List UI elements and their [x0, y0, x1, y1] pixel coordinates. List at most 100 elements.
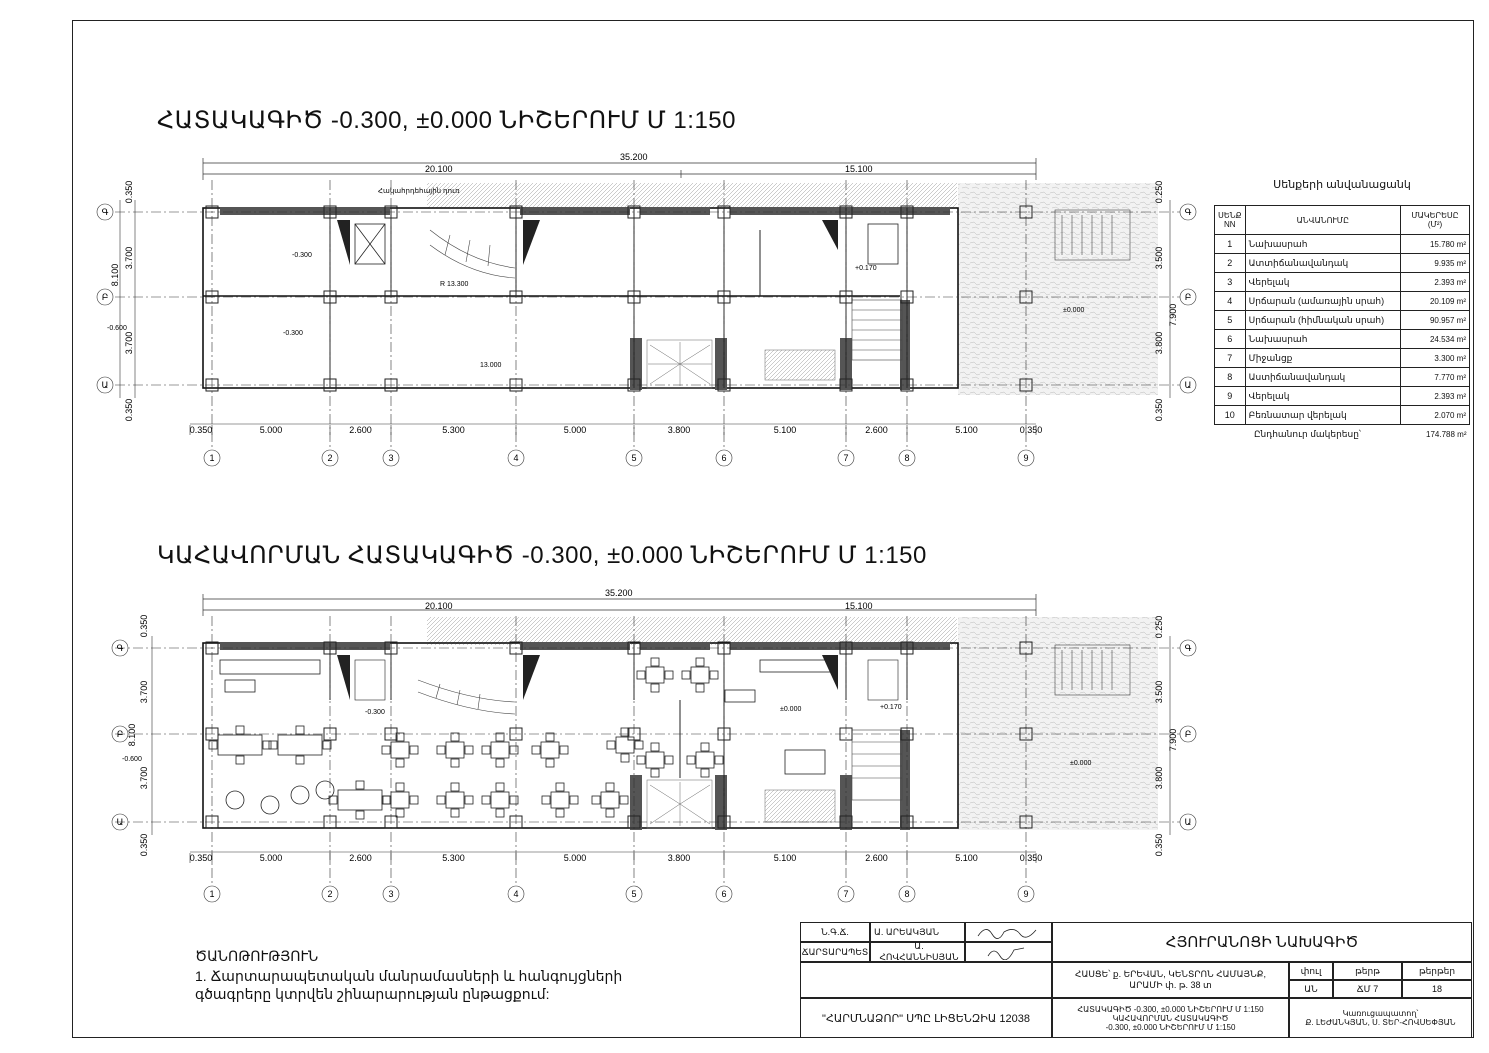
- structural-column: [717, 815, 731, 829]
- bay-dim: 2.600: [349, 853, 372, 863]
- side-dim: 0.350: [1154, 399, 1164, 422]
- side-dim: 0.250: [1154, 616, 1164, 639]
- title-block: Ն.Գ.Ճ. Ա. ԱՐԵԱԿՅԱՆ ՃԱՐՏԱՐԱՊԵՏ Ա. ՀՈՎՀԱՆՆ…: [800, 922, 1472, 1038]
- schedule-cell-name: Սրճարան (հիմնական սրահ): [1244, 310, 1402, 330]
- column-axis-label: 8: [904, 889, 909, 899]
- bay-dim: 3.800: [668, 425, 691, 435]
- schedule-cell-name: Ատտիճանավանդակ: [1244, 253, 1402, 273]
- column-axis-label: 7: [843, 889, 848, 899]
- bay-dim: 5.100: [774, 853, 797, 863]
- schedule-cell-area: 7.770 m²: [1400, 367, 1470, 387]
- chair: [464, 795, 474, 805]
- tb-client: Կառուցապատող՝ Ք. ԼԵԺԱՆԿՅԱՆ, Ս. ՏԵՐ-ՀՈՎՍԵ…: [1289, 998, 1472, 1038]
- table: [690, 666, 710, 684]
- row-axis-label: Բ: [102, 292, 109, 302]
- bay-dim: 5.100: [955, 425, 978, 435]
- schedule-header-num: ՍԵՆՔ NN: [1214, 205, 1246, 235]
- tb-client-header: Կառուցապատող՝: [1342, 1009, 1419, 1018]
- tb-sheets: 18: [1402, 980, 1472, 998]
- schedule-cell-name: Նախասրահ: [1244, 234, 1402, 254]
- schedule-cell-num: 8: [1214, 367, 1246, 387]
- schedule-header-area: ՄԱԿԵՐԵՍԸ (Մ²): [1400, 205, 1470, 235]
- row-axis-label: Գ: [102, 207, 109, 217]
- structural-column: [384, 290, 398, 304]
- structural-column: [900, 815, 914, 829]
- chair: [695, 683, 705, 693]
- level-mark: -0.300: [292, 252, 312, 259]
- column-axis-bubble: [507, 449, 525, 467]
- structural-column: [627, 378, 641, 392]
- structural-column: [717, 205, 731, 219]
- column-axis-bubble: [898, 885, 916, 903]
- side-dim: 0.350: [124, 181, 134, 204]
- chair: [409, 745, 419, 755]
- drawing-frame: [72, 20, 1474, 1038]
- chair: [481, 795, 491, 805]
- tb-drawing-line: ՀԱՏԱԿԱԳԻԾ -0.300, ±0.000 ՆԻՇԵՐՈՒՄ Մ 1:15…: [1077, 1004, 1264, 1014]
- schedule-cell-name: Վերելակ: [1244, 272, 1402, 292]
- row-axis-label: Բ: [1185, 292, 1192, 302]
- tb-address: ՀԱՍՑԵ՝ ք. ԵՐԵՎԱՆ, ԿԵՆՏՐՈՆ ՀԱՄԱՅՆՔ, ԱՐԱՄԻ…: [1052, 962, 1289, 998]
- structural-column: [1019, 727, 1033, 741]
- table: [390, 791, 410, 809]
- side-dim: 0.350: [124, 399, 134, 422]
- bay-dim: 2.600: [349, 425, 372, 435]
- left-part-dim: 20.100: [425, 601, 453, 611]
- table: [490, 741, 510, 759]
- tb-address-line: ՀԱՍՑԵ՝ ք. ԵՐԵՎԱՆ, ԿԵՆՏՐՈՆ ՀԱՄԱՅՆՔ,: [1075, 969, 1266, 979]
- left-part-dim: 20.100: [425, 164, 453, 174]
- column-axis-bubble: [203, 449, 221, 467]
- chair: [569, 795, 579, 805]
- courtyard-paving: [958, 183, 1158, 395]
- column-axis-label: 8: [904, 453, 909, 463]
- schedule-cell-num: 10: [1214, 405, 1246, 425]
- right-part-dim: 15.100: [845, 601, 873, 611]
- tb-stage-header: փուլ: [1289, 962, 1333, 980]
- side-dim: 3.700: [124, 247, 134, 270]
- chair: [686, 755, 696, 765]
- notes: ԾԱՆՈԹՈՒԹՅՈՒՆ 1. Ճարտարապետական մանրամասն…: [195, 947, 622, 1003]
- row-axis-label: Բ: [117, 729, 124, 739]
- structural-column: [1019, 378, 1033, 392]
- level-mark: -0.300: [365, 709, 385, 716]
- structural-column: [627, 641, 641, 655]
- schedule-cell-area: 15.780 m²: [1400, 234, 1470, 254]
- structural-column: [323, 205, 337, 219]
- right-part-dim: 15.100: [845, 164, 873, 174]
- chair: [606, 740, 616, 750]
- chair: [235, 755, 245, 765]
- chair: [235, 725, 245, 735]
- schedule-cell-area: 2.393 m²: [1400, 272, 1470, 292]
- chair: [634, 740, 644, 750]
- structural-column: [509, 641, 523, 655]
- structural-column: [323, 378, 337, 392]
- table: [277, 734, 323, 756]
- row-axis-label: Գ: [1185, 207, 1192, 217]
- schedule-cell-num: 1: [1214, 234, 1246, 254]
- structural-column: [717, 290, 731, 304]
- schedule-total-label: Ընդհանուր մակերեսը՝: [1253, 428, 1362, 439]
- structural-column: [1019, 815, 1033, 829]
- column-axis-bubble: [321, 885, 339, 903]
- level-mark: +0.170: [855, 265, 877, 272]
- tb-address-line: ԱՐԱՄԻ փ. թ. 38 տ: [1129, 980, 1212, 990]
- schedule-cell-name: Աստիճանավանդակ: [1244, 367, 1402, 387]
- chair: [664, 670, 674, 680]
- side-dim: 3.700: [139, 681, 149, 704]
- round-table: [290, 785, 310, 805]
- column-axis-label: 3: [388, 453, 393, 463]
- structural-column: [205, 641, 219, 655]
- column-axis-label: 5: [631, 453, 636, 463]
- level-mark: -0.300: [283, 330, 303, 337]
- structural-column: [1019, 290, 1033, 304]
- structural-column: [205, 205, 219, 219]
- column-axis-label: 7: [843, 453, 848, 463]
- tb-client-name: Ք. ԼԵԺԱՆԿՅԱՆ, Ս. ՏԵՐ-ՀՈՎՍԵՓՅԱՆ: [1305, 1018, 1456, 1027]
- bay-dim: 0.350: [190, 425, 213, 435]
- column-axis-bubble: [321, 449, 339, 467]
- structural-column: [839, 290, 853, 304]
- tb-drawing-line: -0.300, ±0.000 ՆԻՇԵՐՈՒՄ Մ 1:150: [1105, 1022, 1236, 1032]
- level-mark: +0.170: [880, 704, 902, 711]
- structural-column: [384, 205, 398, 219]
